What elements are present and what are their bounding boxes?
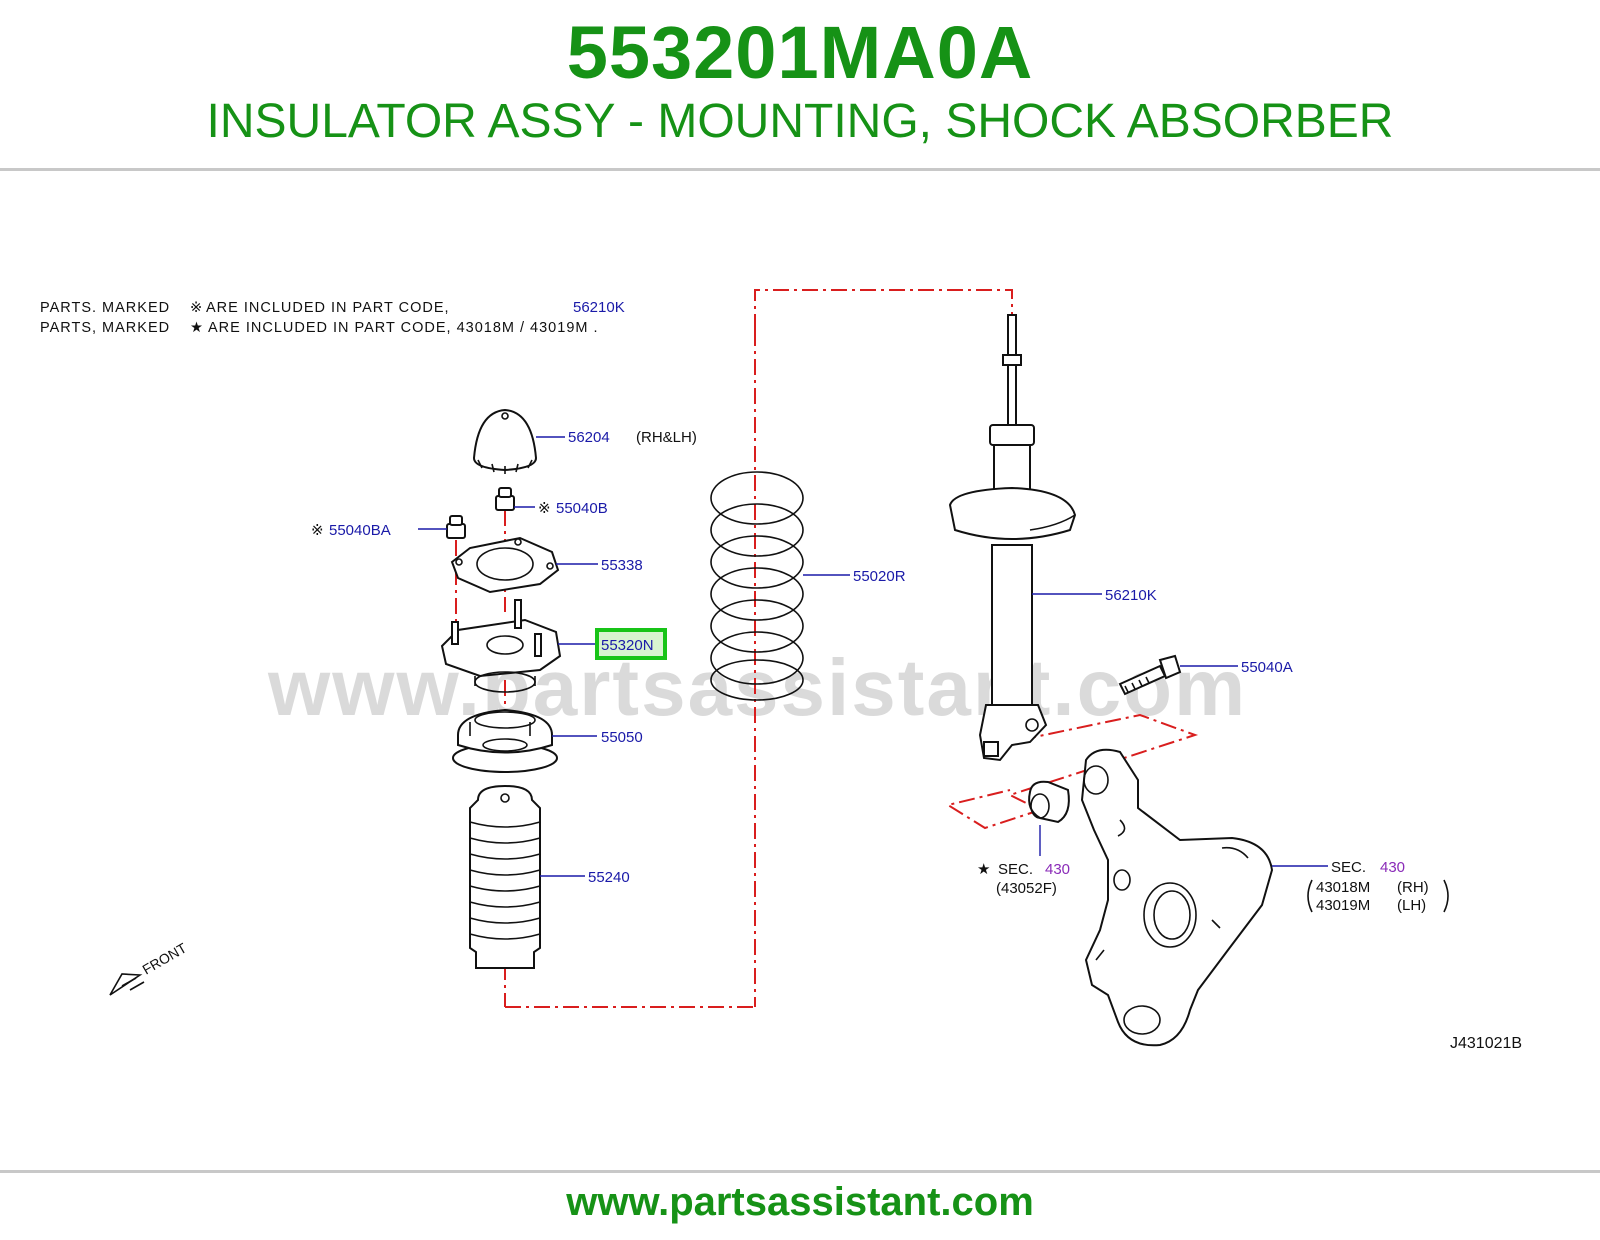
bellows-55240: 55240 (469, 784, 630, 969)
label-sec1-mark: ★ (977, 861, 990, 878)
shock-absorber-56210k: 56210K (948, 314, 1157, 762)
nut-55040ba: ※ 55040BA (311, 515, 466, 539)
watermark-text: www.partsassistant.com (267, 643, 1247, 732)
label-55320n: 55320N (601, 637, 654, 654)
bushing-43052f: ★ SEC. 430 (43052F) (977, 780, 1070, 897)
label-56204-note: (RH&LH) (636, 429, 697, 446)
note-line-1-prefix: PARTS. MARKED (40, 300, 170, 316)
label-sec2-lh: (LH) (1397, 897, 1426, 914)
part-number-title: 553201MA0A (566, 11, 1034, 94)
note-line-1-symbol: ※ (190, 300, 203, 316)
highlight-box-55320n (595, 628, 667, 660)
label-sec1-text: SEC. (998, 861, 1033, 878)
header-divider (0, 168, 1600, 171)
label-55020r: 55020R (853, 568, 906, 585)
label-55338: 55338 (601, 557, 643, 574)
footer-website-link[interactable]: www.partsassistant.com (566, 1180, 1034, 1224)
seat-55050: 55050 (452, 708, 643, 773)
label-sec2-lh-code: 43019M (1316, 897, 1370, 914)
front-direction-arrow: FRONT (109, 939, 190, 996)
note-line-1-code: 56210K (573, 299, 625, 316)
note-line-1-text: ARE INCLUDED IN PART CODE, (206, 300, 450, 316)
dust-cap-56204: 56204 (RH&LH) (472, 408, 697, 474)
label-55050: 55050 (601, 729, 643, 746)
label-55040b-mark: ※ (538, 500, 551, 517)
plate-55338: 55338 (450, 536, 643, 594)
note-line-2-prefix: PARTS, MARKED (40, 320, 170, 336)
diagram-id: J431021B (1450, 1035, 1522, 1052)
diagram-notes: PARTS. MARKED ※ ARE INCLUDED IN PART COD… (40, 299, 625, 336)
label-56210k: 56210K (1105, 587, 1157, 604)
label-55040ba-mark: ※ (311, 522, 324, 539)
bolt-55040a: 55040A (1118, 654, 1293, 696)
label-sec2-num: 430 (1380, 859, 1405, 876)
insulator-assy-55320n: 55320N (440, 599, 667, 693)
note-line-2-symbol: ★ (190, 320, 204, 336)
label-sec2-text: SEC. (1331, 859, 1366, 876)
page-header: 553201MA0A INSULATOR ASSY - MOUNTING, SH… (0, 0, 1600, 170)
label-sec1-sub: (43052F) (996, 880, 1057, 897)
part-description: INSULATOR ASSY - MOUNTING, SHOCK ABSORBE… (206, 95, 1394, 148)
label-55040a: 55040A (1241, 659, 1293, 676)
label-sec1-num: 430 (1045, 861, 1070, 878)
label-55040ba: 55040BA (329, 522, 391, 539)
label-sec2-rh: (RH) (1397, 879, 1429, 896)
label-55040b: 55040B (556, 500, 608, 517)
knuckle-43018m-43019m: SEC. 430 43018M (RH) 43019M (LH) (1080, 748, 1449, 1047)
front-label: FRONT (140, 939, 190, 977)
note-line-2-text: ARE INCLUDED IN PART CODE, 43018M / 4301… (208, 320, 599, 336)
label-sec2-rh-code: 43018M (1316, 879, 1370, 896)
coil-spring-55020r: 55020R (710, 471, 906, 701)
label-56204: 56204 (568, 429, 610, 446)
nut-55040b: ※ 55040B (495, 487, 608, 517)
label-55240: 55240 (588, 869, 630, 886)
footer-divider (0, 1170, 1600, 1173)
